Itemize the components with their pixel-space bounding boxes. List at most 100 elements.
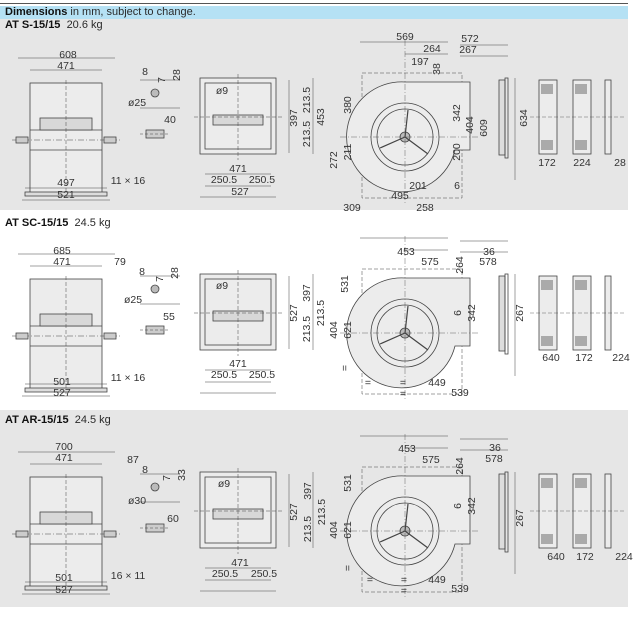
model-name: AT S-15/15 (5, 19, 61, 31)
dimension-label: 267 (459, 44, 477, 56)
dimension-label: 8 (139, 266, 145, 278)
dimension-label: 471 (55, 452, 73, 464)
dimension-label: 527 (55, 584, 73, 596)
dimension-label: 501 (53, 376, 71, 388)
dimension-label: = (400, 585, 408, 597)
dimension-label: 404 (328, 321, 340, 339)
dimension-label: 264 (454, 457, 466, 475)
dimension-label: 213.5 (301, 120, 313, 148)
dimension-label: 397 (288, 109, 300, 127)
dimension-label: 342 (466, 304, 478, 322)
dimension-label: 224 (573, 157, 591, 169)
dimension-label: 172 (576, 551, 594, 563)
dimension-label: 87 (127, 454, 139, 466)
dimension-label: 8 (142, 464, 148, 476)
model-name: AT SC-15/15 (5, 217, 69, 229)
dimension-label: 539 (451, 387, 469, 399)
section-at-sc-15-15 (0, 210, 628, 410)
dimension-label: 531 (339, 275, 351, 293)
dimension-label: 449 (428, 574, 446, 586)
dimension-label: ø25 (123, 294, 143, 306)
section-at-s-15-15 (0, 19, 628, 210)
dimension-label: 6 (452, 503, 464, 509)
dimension-label: = (399, 388, 407, 400)
dimension-label: 6 (454, 180, 460, 192)
dimension-label: = (342, 564, 354, 572)
dimension-label: 28 (171, 69, 183, 81)
section-title: AT AR-15/15 24.5 kg (5, 414, 111, 426)
dimension-label: 172 (575, 352, 593, 364)
dimension-label: 172 (538, 157, 556, 169)
dimension-label: 575 (421, 256, 439, 268)
dimension-label: ø9 (215, 280, 229, 292)
dimension-label: 6 (452, 310, 464, 316)
dimension-label: 272 (328, 151, 340, 169)
dimension-label: 527 (231, 186, 249, 198)
dimension-label: 201 (409, 180, 427, 192)
dimension-label: 200 (451, 143, 463, 161)
dimension-label: 33 (176, 469, 188, 481)
dimension-label: 342 (466, 497, 478, 515)
dimension-label: 197 (411, 56, 429, 68)
weight: 20.6 kg (66, 19, 103, 31)
dimension-label: 397 (302, 482, 314, 500)
dimension-label: 471 (229, 358, 247, 370)
dimension-label: 7 (154, 276, 166, 282)
dimension-label: 404 (328, 521, 340, 539)
dimension-label: = (366, 574, 374, 586)
dimension-label: 7 (156, 77, 168, 83)
dimension-label: = (364, 377, 372, 389)
weight: 24.5 kg (74, 217, 111, 229)
dimension-label: 342 (451, 104, 463, 122)
dimension-label: 527 (288, 503, 300, 521)
dimension-label: 471 (231, 557, 249, 569)
dimension-label: 575 (422, 454, 440, 466)
dimension-label: 640 (547, 551, 565, 563)
dimension-label: 213.5 (316, 498, 328, 526)
dimension-label: 250.5 (211, 568, 239, 580)
top-rule (0, 3, 628, 4)
dimension-label: ø25 (127, 97, 147, 109)
dimension-label: 495 (391, 190, 409, 202)
dimension-label: 685 (53, 245, 71, 257)
dimension-label: 250.5 (210, 174, 238, 186)
dimension-label: 16 × 11 (110, 570, 146, 582)
dimension-label: 453 (398, 443, 416, 455)
dimension-label: 572 (461, 33, 479, 45)
dimension-label: 79 (114, 256, 126, 268)
dimension-label: 250.5 (250, 568, 278, 580)
dimension-label: 608 (59, 49, 77, 61)
dimension-label: 11 × 16 (110, 175, 146, 187)
dimension-label: 578 (479, 256, 497, 268)
dimension-label: 213.5 (302, 515, 314, 543)
dimension-label: 258 (416, 202, 434, 214)
dimension-label: 569 (396, 31, 414, 43)
dimension-label: 453 (315, 108, 327, 126)
dimension-label: 28 (614, 157, 626, 169)
dimension-label: 404 (464, 116, 476, 134)
dimension-label: = (400, 574, 408, 586)
section-at-ar-15-15 (0, 410, 628, 607)
dimension-label: 634 (518, 109, 530, 127)
dimension-label: 36 (483, 246, 495, 258)
dimension-label: 55 (163, 311, 175, 323)
dimension-label: 380 (342, 96, 354, 114)
dimension-label: 609 (478, 119, 490, 137)
header-bold: Dimensions (5, 6, 68, 18)
dimension-label: 36 (489, 442, 501, 454)
dimension-label: 213.5 (301, 86, 313, 114)
dimension-label: 11 × 16 (110, 372, 146, 384)
dimension-label: 267 (514, 304, 526, 322)
dimension-label: 224 (615, 551, 633, 563)
dimension-label: 264 (423, 43, 441, 55)
dimension-label: 397 (301, 284, 313, 302)
dimension-label: 449 (428, 377, 446, 389)
dimension-label: 539 (451, 583, 469, 595)
weight: 24.5 kg (74, 414, 111, 426)
dimension-label: 250.5 (210, 369, 238, 381)
dimension-label: ø9 (215, 85, 229, 97)
dimension-label: 267 (514, 509, 526, 527)
dimension-label: 453 (397, 246, 415, 258)
section-title: AT S-15/15 20.6 kg (5, 19, 103, 31)
header-note: in mm, subject to change. (67, 6, 196, 18)
